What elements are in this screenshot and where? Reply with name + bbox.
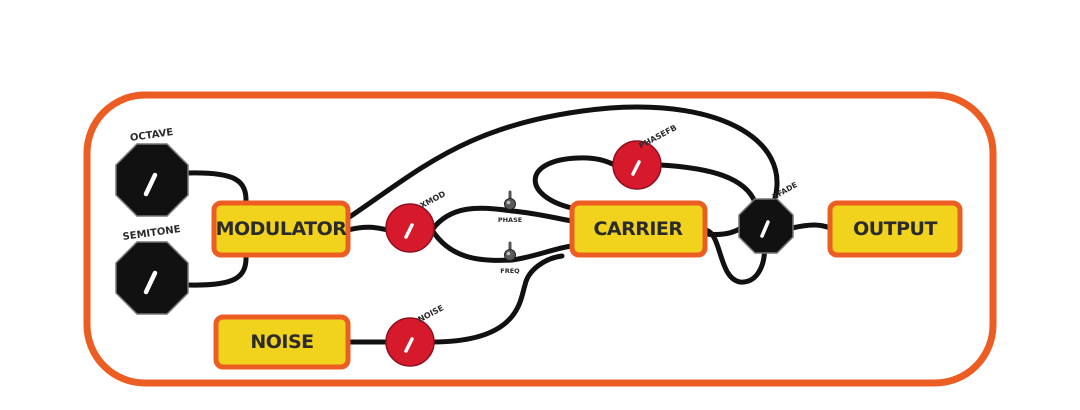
octave-knob[interactable]: OCTAVE [115, 127, 189, 217]
freq-switch[interactable]: FREQ [500, 241, 520, 275]
output-label: OUTPUT [853, 218, 937, 240]
wire-modulator-xfade-top [345, 104, 780, 221]
freq-switch-label: FREQ [500, 267, 520, 275]
noise-block[interactable]: NOISE [213, 314, 351, 370]
wire-modulator-xmod [345, 224, 391, 233]
wire-octave-modulator [185, 170, 249, 206]
modulator-label: MODULATOR [216, 218, 348, 240]
wire-noiseknob-carrier [429, 253, 565, 345]
wire-phasefb-xfade [657, 162, 758, 205]
wire-xfade-output [789, 222, 833, 231]
toggle-switch-icon [504, 190, 516, 210]
phase-switch-label: PHASE [498, 216, 522, 224]
carrier-label: CARRIER [593, 218, 683, 240]
phase-switch[interactable]: PHASE [498, 190, 522, 224]
wire-semitone-modulator [185, 252, 249, 288]
modulator-block[interactable]: MODULATOR [211, 200, 351, 258]
diagram-frame [83, 91, 997, 387]
wire-carrier-phasefb-loop [532, 155, 618, 211]
toggle-switch-icon [504, 241, 516, 261]
output-block[interactable]: OUTPUT [827, 200, 963, 258]
wire-carrier-xfade-bottom [702, 227, 767, 285]
carrier-block[interactable]: CARRIER [569, 200, 708, 258]
noise-label: NOISE [250, 331, 313, 353]
wire-xmod-phase [429, 205, 575, 233]
